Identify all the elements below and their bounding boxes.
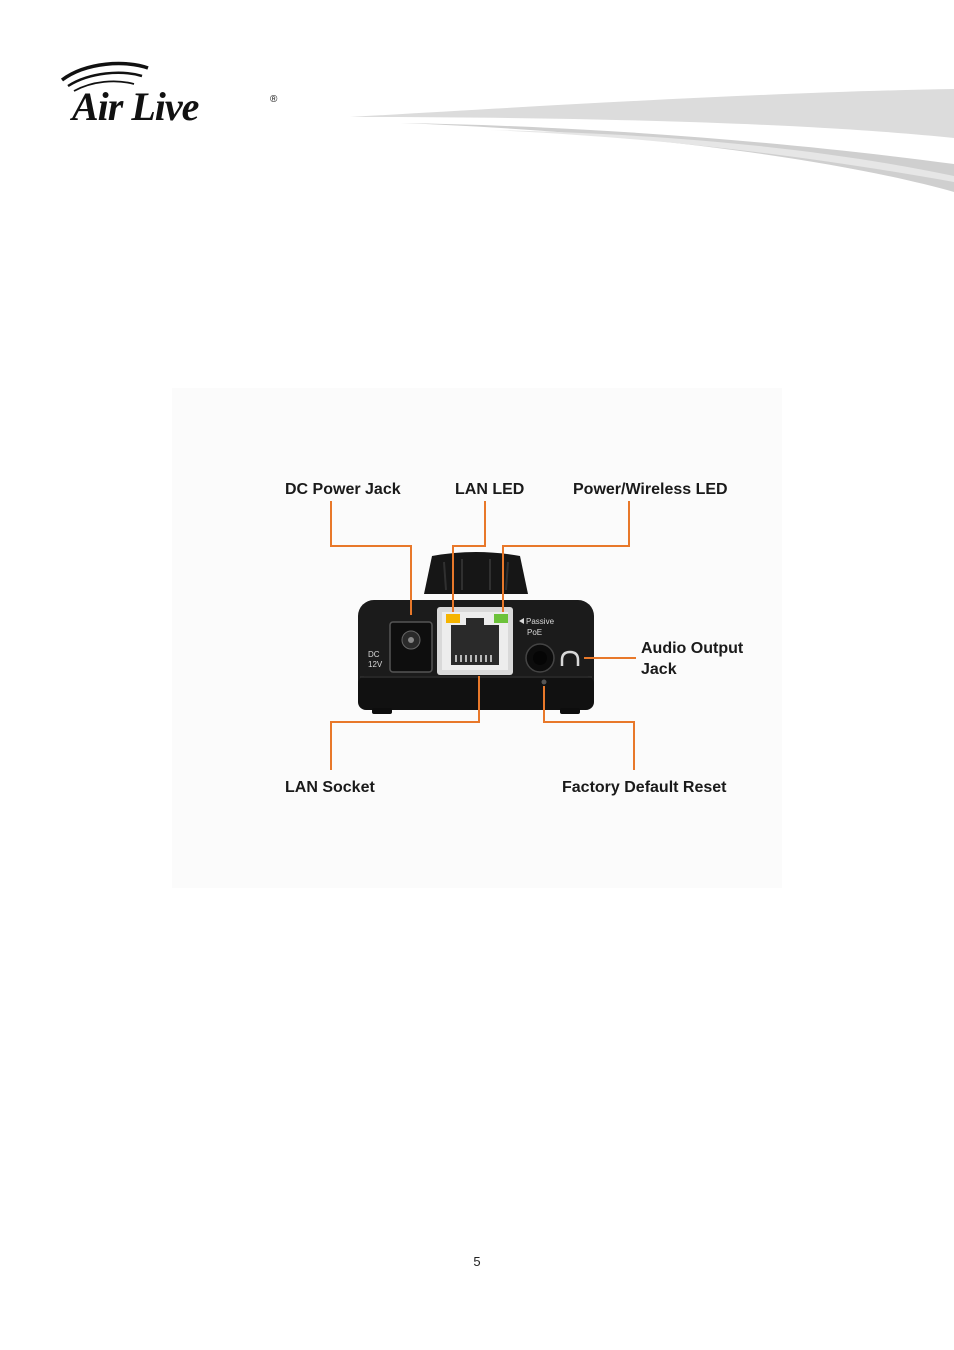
dc-power-jack (389, 621, 433, 673)
factory-reset-pinhole (541, 679, 547, 685)
leader-lan-socket (330, 676, 480, 770)
airlive-logo: Air Live ® (60, 61, 278, 128)
callout-power-wireless-led: Power/Wireless LED (573, 481, 728, 498)
voltage-marking: 12V (368, 660, 383, 669)
leader-lan-led (452, 501, 486, 612)
page-number: 5 (473, 1254, 481, 1269)
brand-logo-text: Air Live (69, 84, 199, 128)
lan-led (446, 614, 460, 623)
callout-lan-socket: LAN Socket (285, 779, 375, 796)
dc-marking: DC (368, 650, 380, 659)
lens-mount-knob (424, 552, 528, 594)
passive-marking: Passive (526, 617, 555, 626)
wireless-waves-icon (60, 61, 149, 92)
callout-leader-lines (330, 501, 636, 770)
callout-dc-power-jack: DC Power Jack (285, 481, 401, 498)
callout-lan-led: LAN LED (455, 481, 525, 498)
poe-marking: PoE (527, 628, 542, 637)
registered-mark: ® (270, 94, 278, 105)
headphone-icon (560, 650, 580, 666)
leader-factory-default-reset (543, 686, 635, 770)
callout-factory-default-reset: Factory Default Reset (562, 779, 727, 796)
header-swoosh-decoration (350, 89, 954, 192)
power-wireless-led (494, 614, 508, 623)
callout-audio-output-jack: Audio Output Jack (641, 640, 744, 678)
leader-dc-power-jack (330, 501, 412, 615)
leader-power-wireless-led (502, 501, 630, 612)
poe-arrow-icon (519, 618, 524, 624)
